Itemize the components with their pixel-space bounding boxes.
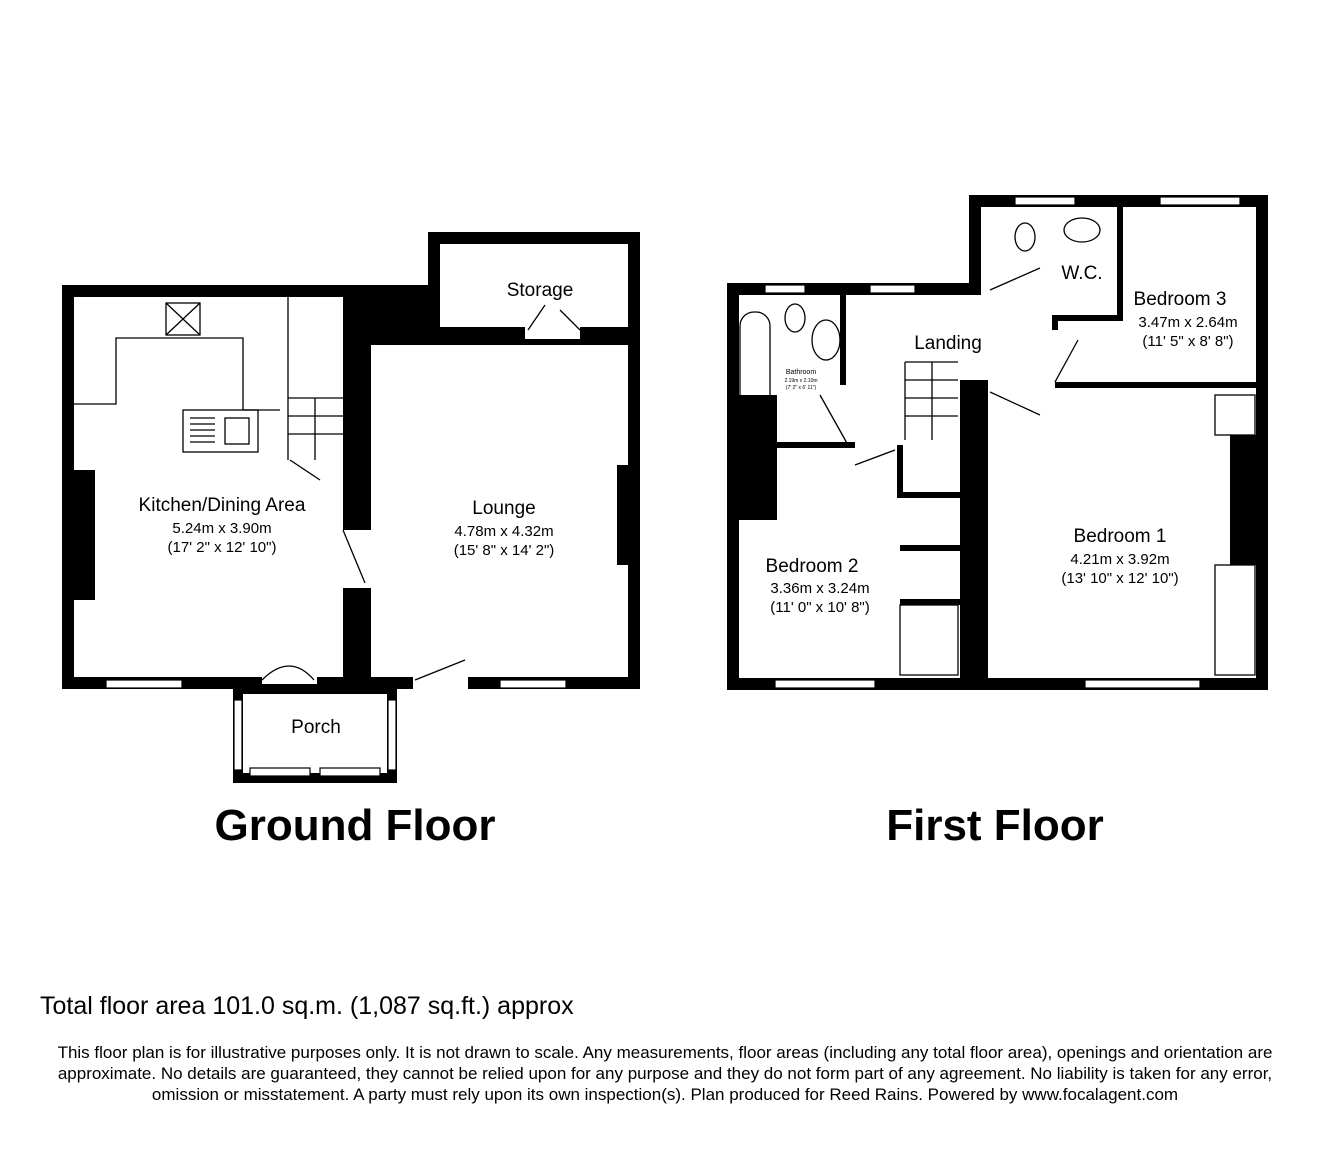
room-name-porch: Porch: [291, 717, 341, 738]
room-dim-bedroom-1: 4.21m x 3.92m: [1070, 551, 1169, 568]
room-name-storage: Storage: [507, 280, 574, 301]
total-floor-area: Total floor area 101.0 sq.m. (1,087 sq.f…: [40, 992, 574, 1020]
room-name-landing: Landing: [914, 333, 982, 354]
room-name-bedroom-3: Bedroom 3: [1134, 289, 1227, 310]
first-floor-plan: [727, 195, 1268, 690]
room-dim-imperial-bathroom: (7' 2" x 6' 11"): [786, 385, 817, 391]
room-dim-lounge: 4.78m x 4.32m: [454, 523, 553, 540]
room-name-wc: W.C.: [1061, 263, 1102, 284]
room-name-kitchen: Kitchen/Dining Area: [139, 495, 306, 516]
room-dim-bathroom: 2.19m x 2.10m: [784, 378, 817, 384]
room-dim-kitchen: 5.24m x 3.90m: [172, 520, 271, 537]
ground-floor-plan: [62, 232, 640, 783]
room-dim-imperial-bedroom-1: (13' 10" x 12' 10"): [1061, 570, 1178, 587]
room-dim-bedroom-2: 3.36m x 3.24m: [770, 580, 869, 597]
ground-floor-title: Ground Floor: [214, 801, 495, 850]
room-dim-imperial-kitchen: (17' 2" x 12' 10"): [168, 539, 277, 556]
room-name-bedroom-1: Bedroom 1: [1074, 526, 1167, 547]
room-name-lounge: Lounge: [472, 498, 535, 519]
room-dim-bedroom-3: 3.47m x 2.64m: [1138, 314, 1237, 331]
room-dim-imperial-bedroom-3: (11' 5" x 8' 8"): [1142, 333, 1233, 350]
room-dim-imperial-bedroom-2: (11' 0" x 10' 8"): [770, 599, 869, 616]
room-name-bedroom-2: Bedroom 2: [766, 556, 859, 577]
room-dim-imperial-lounge: (15' 8" x 14' 2"): [454, 542, 555, 559]
room-name-bathroom: Bathroom: [786, 369, 817, 376]
first-floor-title: First Floor: [886, 801, 1104, 850]
disclaimer: This floor plan is for illustrative purp…: [57, 1043, 1273, 1104]
